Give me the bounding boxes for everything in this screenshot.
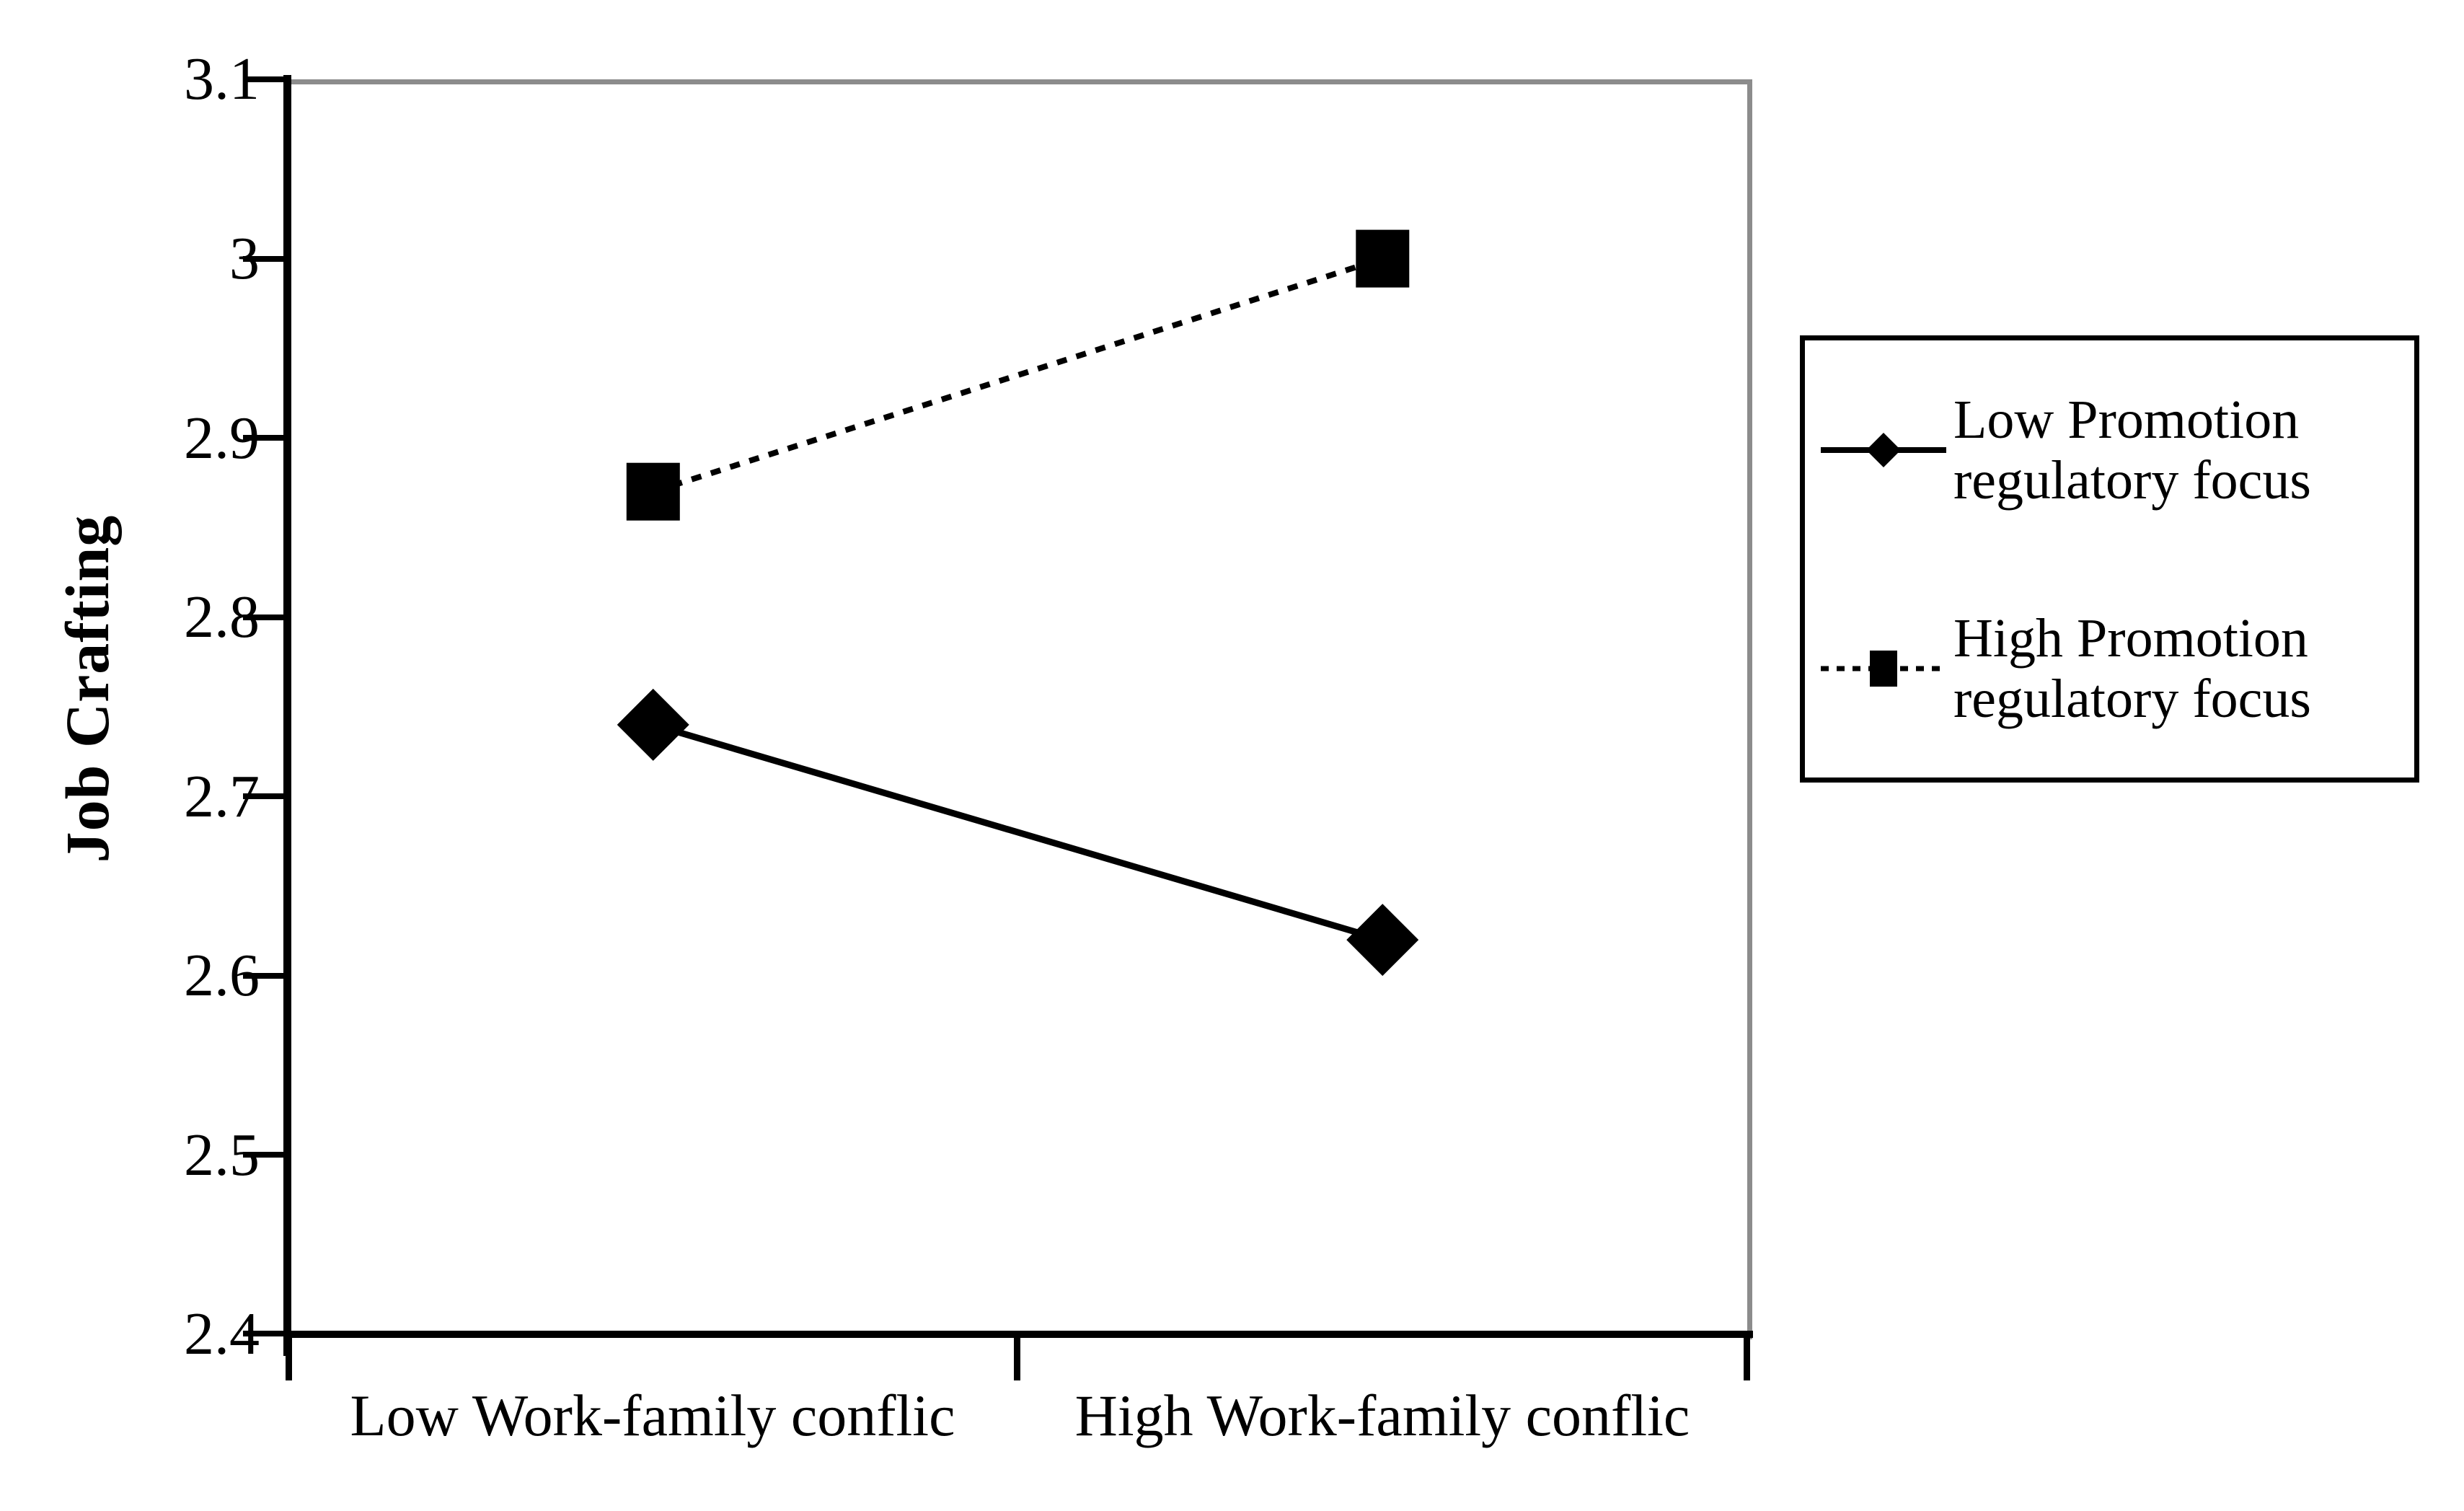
square-marker-icon — [1821, 650, 1946, 687]
y-tick-mark — [243, 1331, 285, 1336]
y-axis-line — [283, 75, 291, 1356]
y-tick-mark — [243, 256, 285, 262]
y-tick-label: 3 — [229, 225, 260, 292]
y-tick-mark — [243, 1152, 285, 1158]
y-tick-label: 2.8 — [184, 583, 260, 651]
chart-legend: Low Promotion regulatory focus High Prom… — [1800, 335, 2419, 783]
x-axis-line — [283, 1331, 1753, 1338]
y-tick-mark — [243, 973, 285, 979]
legend-swatch-high-promotion — [1818, 643, 1949, 694]
y-tick-label: 2.6 — [184, 942, 260, 1009]
y-tick-mark — [243, 793, 285, 799]
y-tick-label: 2.4 — [184, 1300, 260, 1367]
legend-item-low-promotion: Low Promotion regulatory focus — [1805, 340, 2414, 559]
legend-label-high-promotion: High Promotion regulatory focus — [1953, 607, 2311, 729]
y-tick-mark — [243, 614, 285, 620]
y-tick-label: 2.7 — [184, 763, 260, 830]
x-tick-label: Low Work-family conflic — [350, 1383, 955, 1448]
x-tick-mark — [1014, 1336, 1020, 1380]
x-tick-label: High Work-family conflic — [1074, 1383, 1690, 1448]
y-axis-tick-labels: 3.1 3 2.9 2.8 2.7 2.6 2.5 2.4 — [79, 0, 260, 1511]
plot-area — [288, 79, 1752, 1339]
legend-item-high-promotion: High Promotion regulatory focus — [1805, 559, 2414, 777]
y-tick-mark — [243, 435, 285, 441]
y-tick-label: 2.5 — [184, 1122, 260, 1189]
y-tick-label: 3.1 — [184, 45, 260, 113]
x-tick-mark — [286, 1336, 292, 1380]
y-tick-mark — [243, 76, 285, 82]
x-tick-mark — [1744, 1336, 1750, 1380]
diamond-marker-icon — [1821, 432, 1946, 467]
legend-swatch-low-promotion — [1818, 425, 1949, 475]
legend-label-low-promotion: Low Promotion regulatory focus — [1953, 389, 2311, 511]
y-tick-label: 2.9 — [184, 405, 260, 472]
